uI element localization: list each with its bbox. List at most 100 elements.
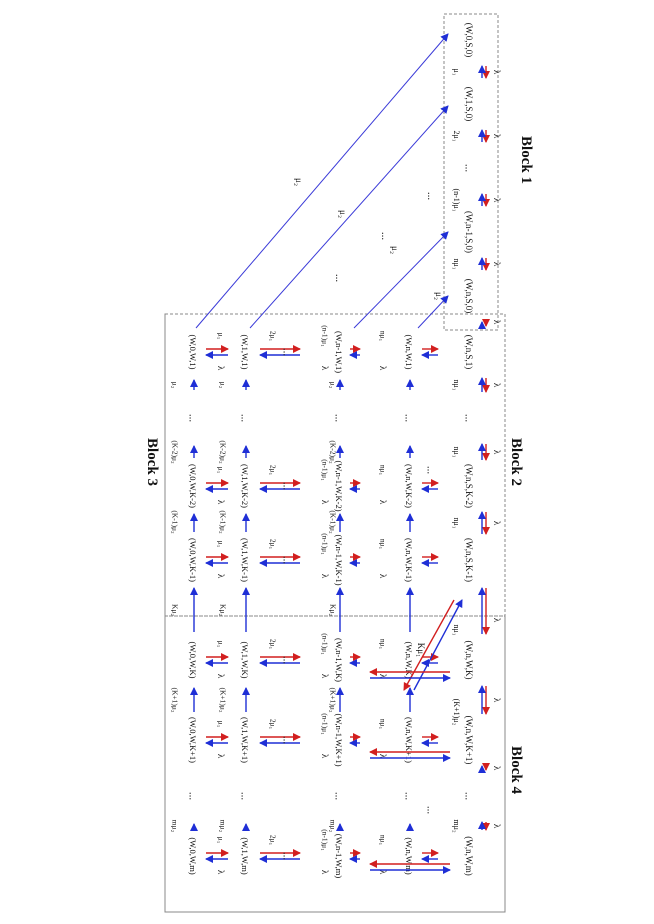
block1-rate-1: 2μ₁ bbox=[452, 130, 461, 141]
grid-mu1-4: μ₁ bbox=[216, 721, 225, 728]
block1-label: Block 1 bbox=[518, 136, 534, 184]
block4-rate-kp1: (K+1)μ₂ bbox=[452, 699, 461, 726]
grid-state-r2-c0: (W,1,W,1) bbox=[240, 334, 250, 369]
grid-lambda-c-5: λ bbox=[216, 870, 226, 875]
block4-state-3: (W,n,W,m) bbox=[464, 836, 474, 876]
ellipsis-diag-b: ... bbox=[333, 274, 345, 283]
grid-row1-rate-2: (K-1)μ₂ bbox=[328, 510, 337, 534]
grid-nm1mu1-3: (n-1)μ₁ bbox=[320, 633, 329, 655]
grid-state-r2-c2: (W,1,W,K-2) bbox=[240, 464, 250, 508]
grid-row3-rate-2: (K-1)μ₂ bbox=[170, 510, 179, 534]
grid-row2-rate-0: μ₂ bbox=[218, 382, 227, 389]
block1-lambda-1: λ bbox=[492, 134, 502, 139]
grid-lambda-b-5: λ bbox=[320, 870, 330, 875]
grid-2mu1-0: 2μ₁ bbox=[268, 331, 277, 342]
block4-box bbox=[164, 615, 506, 913]
grid-nm1mu1-5: (n-1)μ₁ bbox=[320, 829, 329, 851]
block1-rate-2: (n-1)μ₁ bbox=[452, 188, 461, 211]
block2-rate-1: nμ₁ bbox=[452, 446, 461, 457]
return-arrow-rown bbox=[417, 295, 449, 329]
block4-entry-lambda: λ bbox=[492, 618, 502, 623]
grid-row2-rate-1: (K-2)μ₂ bbox=[218, 440, 227, 464]
block2-state-2: (W,n,S,K-2) bbox=[464, 464, 474, 508]
grid-state-r1-c1: ... bbox=[332, 414, 344, 423]
grid-nm1mu1-1: (n-1)μ₁ bbox=[320, 459, 329, 481]
grid-nmu1-0: nμ₁ bbox=[378, 331, 387, 342]
grid-state-r0-c7: (W,n,W,m) bbox=[404, 837, 414, 875]
grid-2mu1-5: 2μ₁ bbox=[268, 835, 277, 846]
grid-state-r2-c1: ... bbox=[238, 414, 250, 423]
grid-lambda-c-3: λ bbox=[216, 674, 226, 679]
grid-ellipsis-2: ... bbox=[280, 556, 292, 565]
rate-mu2-b: μ₂ bbox=[338, 210, 348, 218]
grid-state-r0-c2: (W,n,W,K-2) bbox=[404, 464, 414, 508]
grid-lambda-c-2: λ bbox=[216, 574, 226, 579]
grid-state-r1-c0: (W,n-1,W,1) bbox=[334, 331, 344, 373]
grid-state-r1-c2: (W,n-1,W,K-2) bbox=[334, 460, 344, 511]
grid-state-r1-c4: (W,n-1,W,K) bbox=[334, 638, 344, 682]
grid-ellipsis-3: ... bbox=[280, 656, 292, 665]
grid-state-r1-c6: ... bbox=[332, 792, 344, 801]
grid-lambda-a-4: λ bbox=[378, 754, 388, 759]
grid-row1-rate-1: (K-2)μ₂ bbox=[328, 440, 337, 464]
grid-state-r1-c7: (W,n-1,W,m) bbox=[334, 834, 344, 879]
grid-state-r3-c1: ... bbox=[186, 414, 198, 423]
block1-state-1: (W,1,S,0) bbox=[464, 87, 474, 121]
grid-2mu1-2: 2μ₁ bbox=[268, 539, 277, 550]
grid-lambda-b-4: λ bbox=[320, 754, 330, 759]
grid-ellipsis-1: ... bbox=[280, 482, 292, 491]
grid-state-r1-c3: (W,n-1,W,K-1) bbox=[334, 534, 344, 585]
grid-lambda-a-0: λ bbox=[378, 366, 388, 371]
grid-lambda-b-3: λ bbox=[320, 674, 330, 679]
grid-lambda-a-5: λ bbox=[378, 870, 388, 875]
return-arrow-row1 bbox=[249, 105, 449, 329]
grid-state-r0-c3: (W,n,W,K-1) bbox=[404, 538, 414, 582]
grid-ellipsis-4: ... bbox=[280, 736, 292, 745]
grid-lambda-b-0: λ bbox=[320, 366, 330, 371]
grid-state-r0-c0: (W,n,W,1) bbox=[404, 334, 414, 369]
grid-nm1mu1-4: (n-1)μ₁ bbox=[320, 713, 329, 735]
grid-row1-rate-4: (K+1)μ₂ bbox=[328, 687, 337, 712]
grid-nmu1-5: nμ₁ bbox=[378, 835, 387, 846]
grid-state-r3-c0: (W,0,W,1) bbox=[188, 334, 198, 369]
rate-mu2-a: μ₂ bbox=[294, 178, 304, 186]
grid-row3-rate-4: (K+1)μ₂ bbox=[170, 687, 179, 712]
block2-lambda-1: λ bbox=[492, 450, 502, 455]
grid-mu1-0: μ₁ bbox=[216, 333, 225, 340]
block1-rate-3: nμ₁ bbox=[452, 258, 461, 269]
block4-lambda-2: λ bbox=[492, 824, 502, 829]
block4-rate-m: mμ₂ bbox=[452, 819, 461, 833]
rate-mu2-c: μ₂ bbox=[390, 246, 400, 254]
grid-state-r3-c5: (W,0,W,K+1) bbox=[188, 717, 198, 763]
block2-state-0: (W,n,S,1) bbox=[464, 335, 474, 369]
grid-lambda-a-1: λ bbox=[378, 500, 388, 505]
block2-state-1: ... bbox=[462, 414, 474, 423]
grid-state-r0-c6: ... bbox=[402, 792, 414, 801]
block1-lambda-2: λ bbox=[492, 198, 502, 203]
grid-lambda-c-4: λ bbox=[216, 754, 226, 759]
grid-state-r1-c5: (W,n-1,W,K+1) bbox=[334, 713, 344, 766]
cross-rate-kmu1: Kμ₁ bbox=[416, 643, 426, 657]
grid-state-r0-c5: (W,n,W,K+1) bbox=[404, 717, 414, 763]
grid-2mu1-4: 2μ₁ bbox=[268, 719, 277, 730]
block1-state-0: (W,0,S,0) bbox=[464, 23, 474, 57]
grid-nm1mu1-2: (n-1)μ₁ bbox=[320, 533, 329, 555]
grid-state-r0-c4: (W,n,W,K) bbox=[404, 642, 414, 679]
grid-state-r2-c3: (W,1,W,K-1) bbox=[240, 538, 250, 582]
block2-lambda-2: λ bbox=[492, 521, 502, 526]
ellipsis-diag-a: ... bbox=[379, 232, 391, 241]
return-arrow-row0 bbox=[195, 33, 449, 329]
block4-lambda-1: λ bbox=[492, 766, 502, 771]
block2-entry-lambda: λ bbox=[492, 320, 502, 325]
grid-ellipsis-5: ... bbox=[280, 852, 292, 861]
block4-entry-rate: nμ₁ bbox=[452, 624, 461, 635]
block1-state-4: (W,n,S,0) bbox=[464, 279, 474, 313]
grid-lambda-b-2: λ bbox=[320, 574, 330, 579]
grid-nm1mu1-0: (n-1)μ₁ bbox=[320, 325, 329, 347]
grid-lambda-a-3: λ bbox=[378, 674, 388, 679]
rate-mu2-d: μ₂ bbox=[434, 292, 444, 300]
grid-lambda-c-1: λ bbox=[216, 500, 226, 505]
block2-mid-ellipsis: ... bbox=[424, 466, 436, 475]
grid-row2-rate-3: Kμ₂ bbox=[218, 604, 227, 616]
